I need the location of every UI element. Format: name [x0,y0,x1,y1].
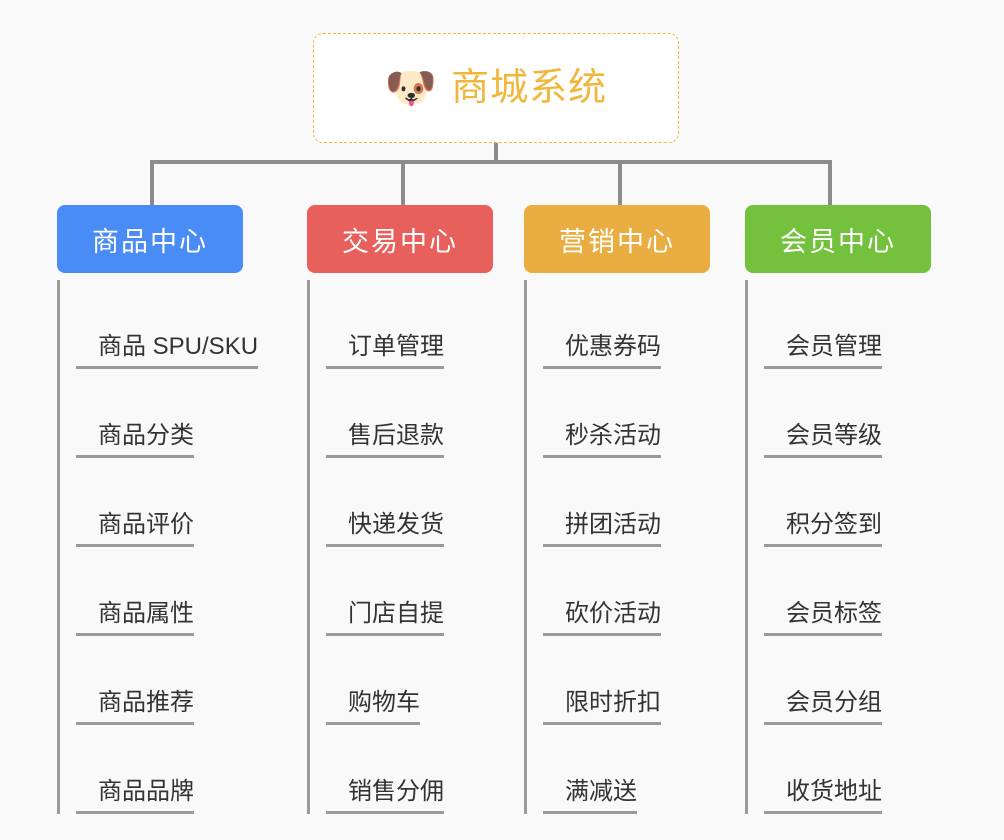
leaf-label: 会员等级 [764,422,882,458]
leaf-label: 秒杀活动 [543,422,661,458]
category-column-trade: 交易中心 订单管理 售后退款 快递发货 门店自提 购物车 销售分佣 [307,205,532,814]
leaf-label: 售后退款 [326,422,444,458]
leaf-label: 会员管理 [764,333,882,369]
list-item[interactable]: 商品 SPU/SKU [76,280,307,369]
leaf-label: 商品推荐 [76,689,194,725]
category-label: 商品中心 [92,226,208,257]
leaf-label: 门店自提 [326,600,444,636]
leaf-label: 商品分类 [76,422,194,458]
leaf-label: 商品评价 [76,511,194,547]
list-item[interactable]: 售后退款 [326,369,532,458]
list-item[interactable]: 限时折扣 [543,636,744,725]
leaf-label: 限时折扣 [543,689,661,725]
connector-drop-marketing [618,160,622,206]
list-item[interactable]: 商品评价 [76,458,307,547]
connector-drop-member [828,160,832,206]
list-item[interactable]: 购物车 [326,636,532,725]
category-label: 会员中心 [780,226,896,257]
list-item[interactable]: 会员标签 [764,547,965,636]
leaf-label: 满减送 [543,778,637,814]
root-title: 商城系统 [451,67,608,109]
category-label: 交易中心 [342,226,458,257]
shiba-dog-face-icon: 🐶 [384,64,438,111]
list-item[interactable]: 快递发货 [326,458,532,547]
leaf-list-product: 商品 SPU/SKU 商品分类 商品评价 商品属性 商品推荐 商品品牌 [57,280,307,814]
leaf-label: 拼团活动 [543,511,661,547]
list-item[interactable]: 会员管理 [764,280,965,369]
category-column-member: 会员中心 会员管理 会员等级 积分签到 会员标签 会员分组 收货地址 [745,205,965,814]
list-item[interactable]: 收货地址 [764,725,965,814]
leaf-label: 商品属性 [76,600,194,636]
list-item[interactable]: 积分签到 [764,458,965,547]
list-item[interactable]: 砍价活动 [543,547,744,636]
leaf-list-member: 会员管理 会员等级 积分签到 会员标签 会员分组 收货地址 [745,280,965,814]
category-label: 营销中心 [559,226,675,257]
leaf-label: 商品 SPU/SKU [76,333,259,369]
list-item[interactable]: 商品分类 [76,369,307,458]
leaf-label: 会员标签 [764,600,882,636]
leaf-label: 砍价活动 [543,600,661,636]
list-item[interactable]: 满减送 [543,725,744,814]
leaf-list-marketing: 优惠券码 秒杀活动 拼团活动 砍价活动 限时折扣 满减送 [524,280,744,814]
root-node[interactable]: 🐶 商城系统 [313,33,679,143]
list-item[interactable]: 门店自提 [326,547,532,636]
connector-root-stem [494,143,498,164]
connector-drop-product [150,160,154,206]
list-item[interactable]: 拼团活动 [543,458,744,547]
list-item[interactable]: 会员分组 [764,636,965,725]
category-column-marketing: 营销中心 优惠券码 秒杀活动 拼团活动 砍价活动 限时折扣 满减送 [524,205,744,814]
list-item[interactable]: 商品推荐 [76,636,307,725]
category-header-member[interactable]: 会员中心 [745,205,931,273]
leaf-label: 会员分组 [764,689,882,725]
leaf-label: 商品品牌 [76,778,194,814]
category-header-marketing[interactable]: 营销中心 [524,205,710,273]
leaf-label: 优惠券码 [543,333,661,369]
list-item[interactable]: 销售分佣 [326,725,532,814]
leaf-label: 销售分佣 [326,778,444,814]
list-item[interactable]: 秒杀活动 [543,369,744,458]
leaf-label: 购物车 [326,689,420,725]
list-item[interactable]: 优惠券码 [543,280,744,369]
category-header-product[interactable]: 商品中心 [57,205,243,273]
list-item[interactable]: 订单管理 [326,280,532,369]
leaf-label: 订单管理 [326,333,444,369]
connector-drop-trade [401,160,405,206]
category-header-trade[interactable]: 交易中心 [307,205,493,273]
list-item[interactable]: 商品品牌 [76,725,307,814]
list-item[interactable]: 商品属性 [76,547,307,636]
list-item[interactable]: 会员等级 [764,369,965,458]
leaf-label: 积分签到 [764,511,882,547]
leaf-label: 快递发货 [326,511,444,547]
leaf-label: 收货地址 [764,778,882,814]
leaf-list-trade: 订单管理 售后退款 快递发货 门店自提 购物车 销售分佣 [307,280,532,814]
connector-horizontal-bar [150,160,832,164]
category-column-product: 商品中心 商品 SPU/SKU 商品分类 商品评价 商品属性 商品推荐 商品品牌 [57,205,307,814]
